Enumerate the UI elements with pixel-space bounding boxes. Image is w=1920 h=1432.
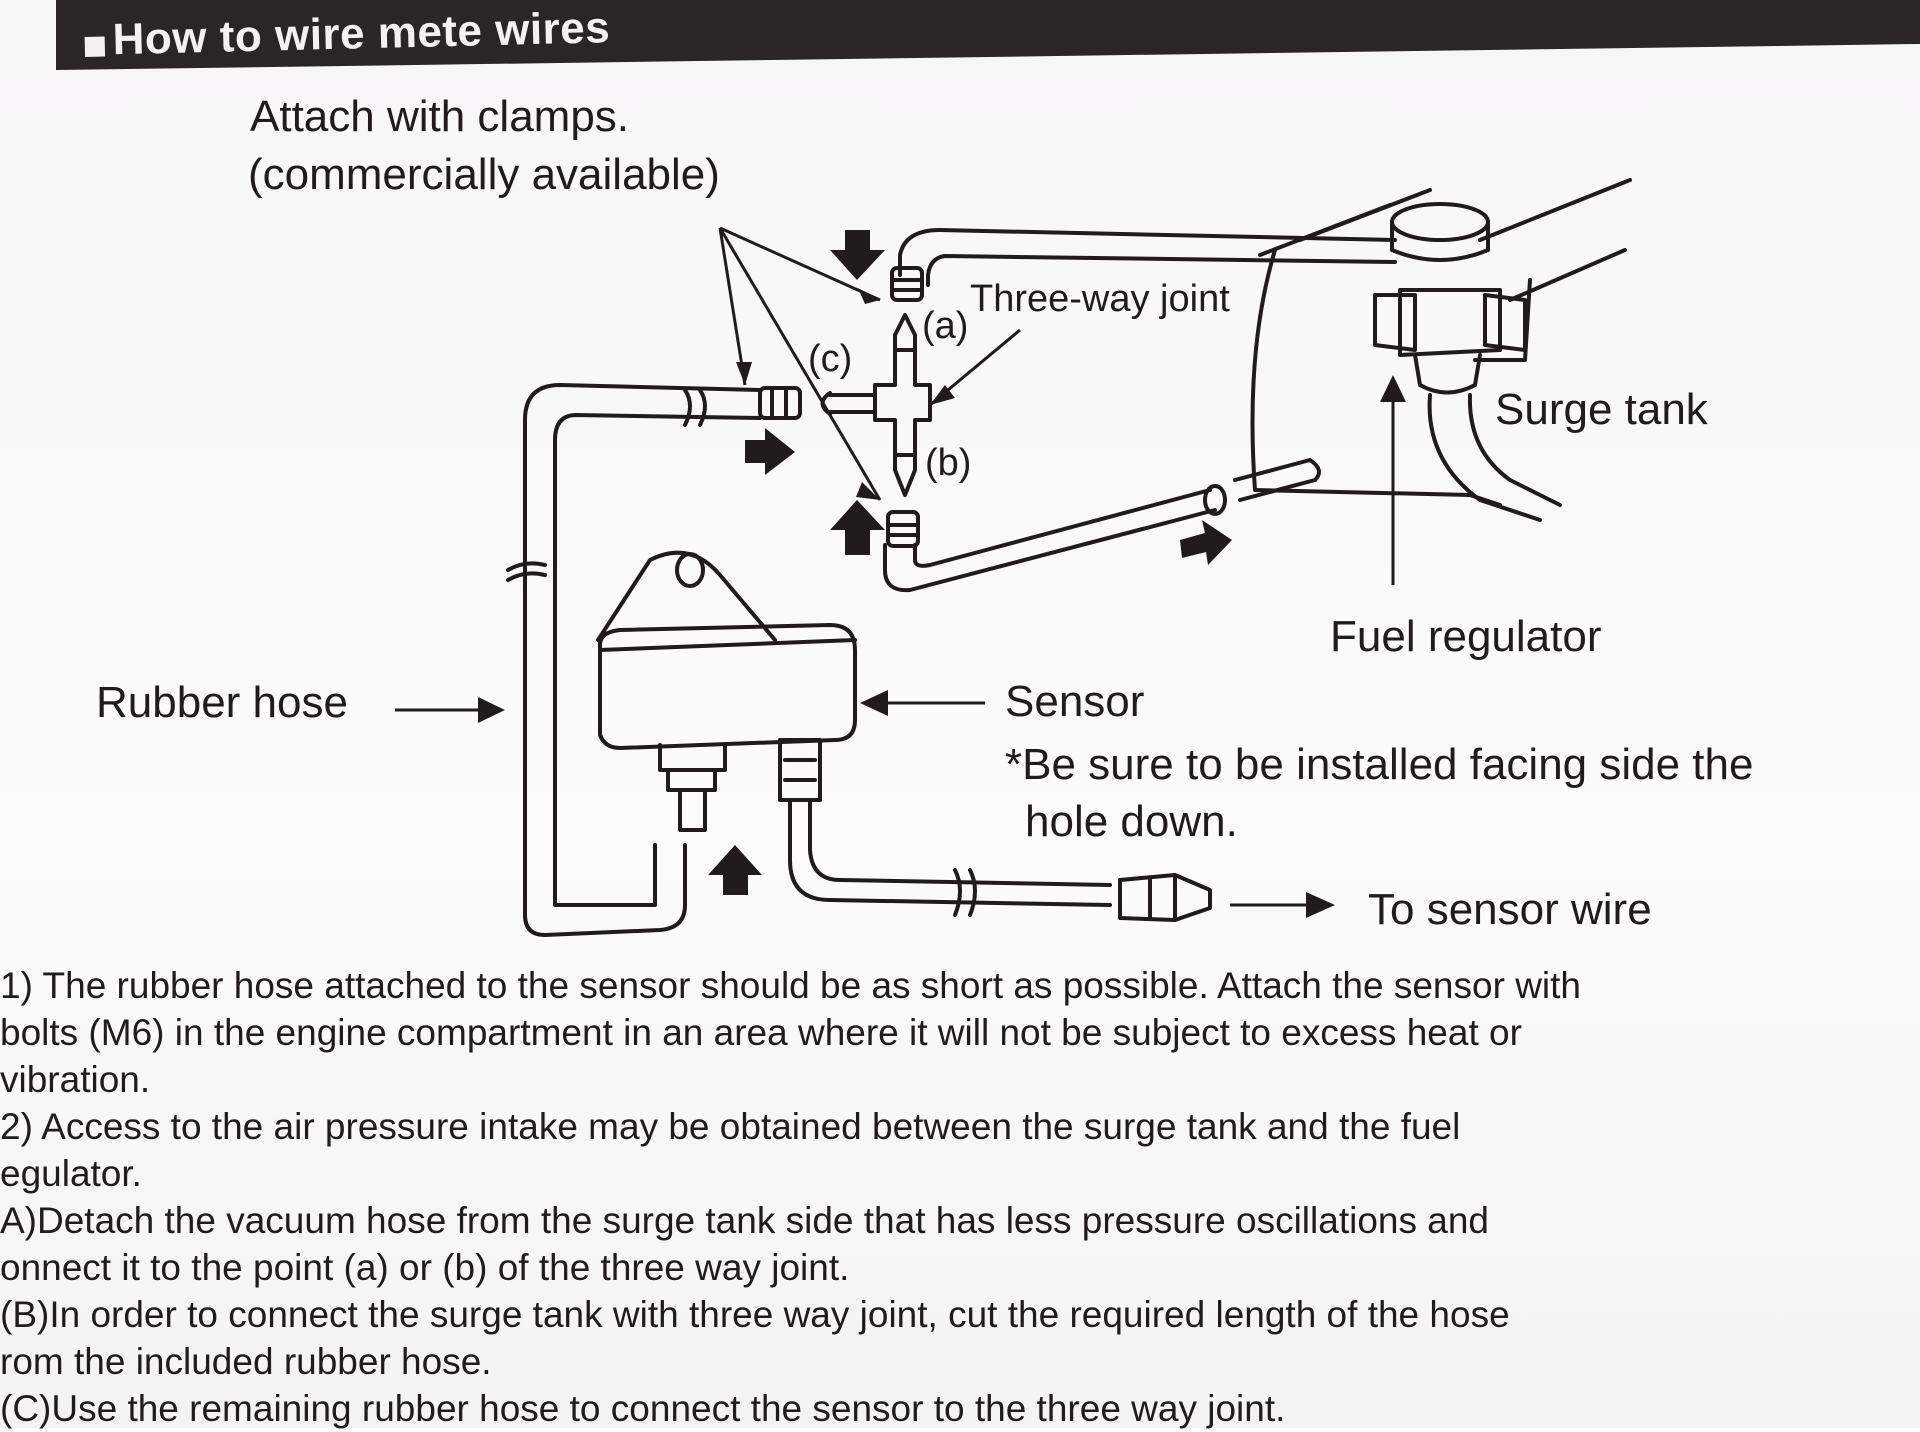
wire-connector [1118, 873, 1212, 922]
vacuum-hose-top [898, 228, 1397, 287]
fuel-regulator-label: Fuel regulator [1330, 612, 1602, 661]
instruction-line: (C)Use the remaining rubber hose to conn… [0, 1388, 1286, 1429]
sensor-connector [778, 738, 822, 802]
fuel-regulator-body [1373, 288, 1527, 357]
instruction-line: vibration. [0, 1059, 151, 1100]
surge-tank-label: Surge tank [1495, 385, 1708, 434]
fuel-regulator-cap [1390, 202, 1490, 242]
sensor-mounting-hole [675, 552, 705, 588]
instruction-line: (B)In order to connect the surge tank wi… [0, 1294, 1510, 1335]
instruction-line: egulator. [0, 1153, 142, 1194]
sensor-wire [788, 798, 1112, 907]
rubber-hose-left [523, 383, 762, 937]
arrow-down-icon [830, 230, 885, 280]
point-b-label: (b) [925, 442, 972, 484]
instructions-block: 1) The rubber hose attached to the senso… [0, 962, 1920, 1432]
sensor-label: Sensor [1005, 677, 1145, 726]
arrow-right-icon [1180, 520, 1232, 565]
sensor-note-line2: hole down. [1025, 797, 1238, 846]
clamps-label-line1: Attach with clamps. [250, 92, 630, 141]
arrow-right-icon [745, 428, 795, 475]
rubber-hose-label: Rubber hose [96, 678, 348, 727]
sensor-note-line1: *Be sure to be installed facing side the [1005, 740, 1754, 789]
instruction-line: onnect it to the point (a) or (b) of the… [0, 1247, 850, 1288]
instruction-line: bolts (M6) in the engine compartment in … [0, 1012, 1522, 1053]
to-sensor-wire-label: To sensor wire [1368, 885, 1652, 934]
instruction-line: 1) The rubber hose attached to the senso… [0, 965, 1581, 1006]
point-c-label: (c) [808, 338, 853, 380]
fuel-line [1427, 393, 1562, 522]
vacuum-hose-bottom [883, 488, 1217, 593]
clamps-label-line2: (commercially available) [248, 150, 720, 199]
surge-tank-right [1473, 178, 1632, 362]
instruction-line: rom the included rubber hose. [0, 1341, 492, 1382]
point-a-label: (a) [922, 305, 969, 347]
three-way-joint-label: Three-way joint [970, 278, 1230, 320]
three-way-joint [873, 313, 932, 497]
surge-tank [1250, 188, 1502, 507]
arrow-up-icon [708, 845, 762, 895]
instruction-line: A)Detach the vacuum hose from the surge … [0, 1200, 1489, 1241]
arrow-up-icon [830, 500, 885, 555]
clamp-pointer-lines [718, 226, 882, 501]
instruction-line: 2) Access to the air pressure intake may… [0, 1106, 1461, 1147]
